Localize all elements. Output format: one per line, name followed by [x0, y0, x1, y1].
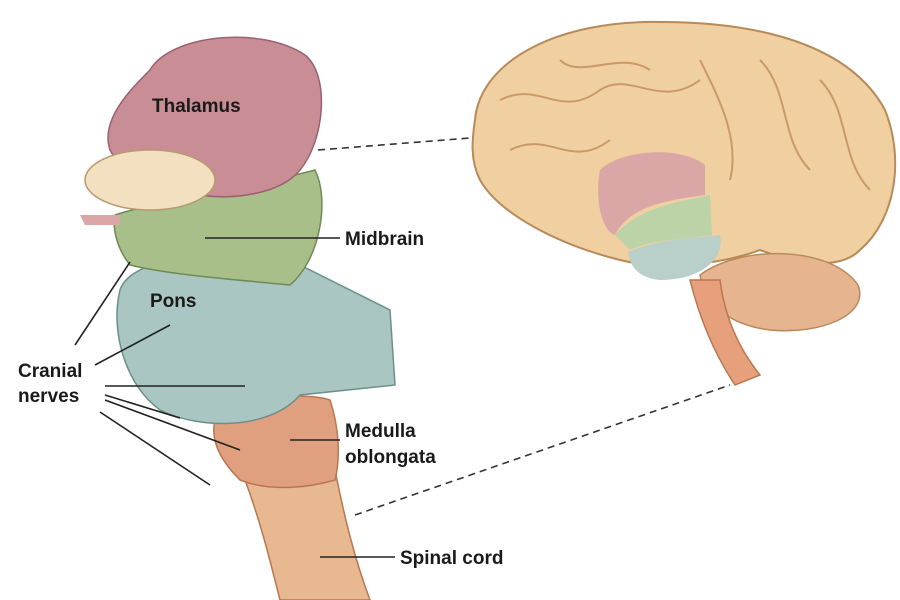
pineal-textured-body	[84, 149, 216, 211]
label-cranial-nerves-2: nerves	[18, 386, 79, 407]
label-thalamus: Thalamus	[152, 96, 241, 117]
cranial-nerves-leaders	[74, 261, 245, 486]
thalamus-region	[598, 152, 705, 235]
connector-bottom	[354, 384, 731, 516]
pons-region	[628, 235, 721, 280]
cerebrum	[471, 20, 897, 267]
connector-top	[317, 137, 471, 151]
gyri	[499, 59, 871, 191]
label-medulla-1: Medulla	[345, 421, 416, 442]
label-midbrain: Midbrain	[345, 229, 424, 250]
cranial-nerve-stub	[80, 215, 120, 225]
whole-brain	[471, 20, 897, 386]
brain-spinal-cord	[689, 279, 762, 386]
brainstem	[80, 36, 396, 600]
label-spinal-cord: Spinal cord	[400, 548, 503, 569]
midbrain-region	[615, 195, 712, 250]
spinal-cord	[243, 469, 371, 600]
label-medulla-2: oblongata	[345, 447, 436, 468]
label-pons: Pons	[150, 291, 196, 312]
label-cranial-nerves-1: Cranial	[18, 361, 82, 382]
